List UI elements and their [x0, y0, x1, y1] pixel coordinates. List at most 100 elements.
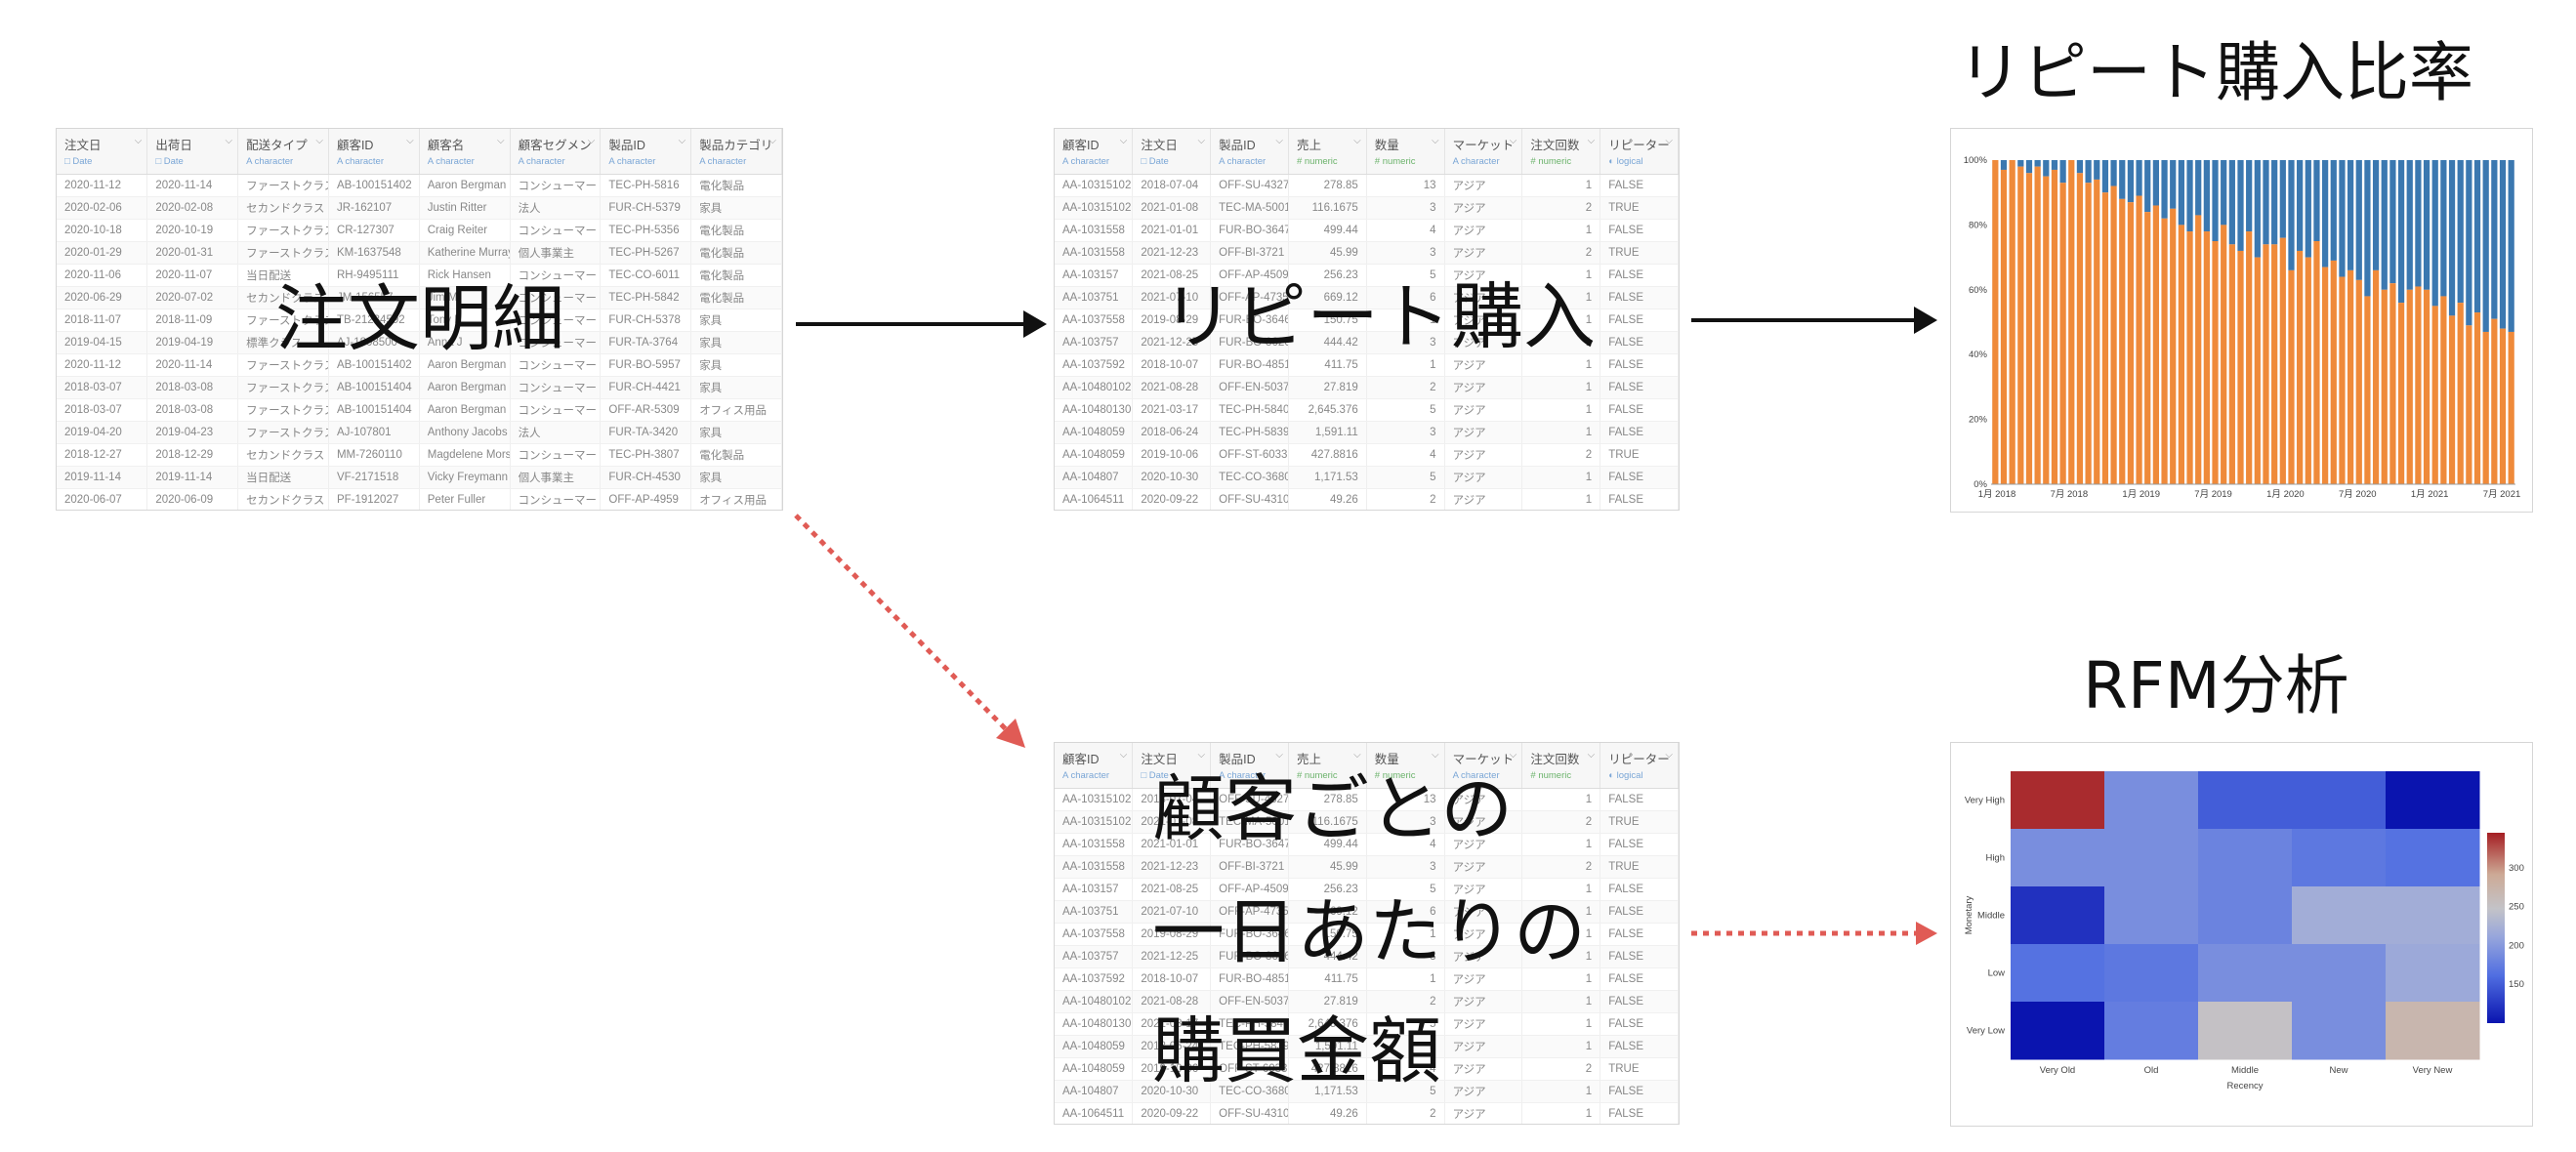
chevron-down-icon[interactable]: ⌵ [769, 136, 776, 146]
daily-column-header[interactable]: 注文回数# numeric⌵ [1521, 743, 1601, 789]
table-cell: FALSE [1600, 788, 1679, 811]
chevron-down-icon[interactable]: ⌵ [1197, 750, 1206, 761]
chevron-down-icon[interactable]: ⌵ [1119, 136, 1128, 146]
daily-column-header[interactable]: 売上# numeric⌵ [1288, 743, 1367, 789]
table-cell: ファーストクラス [237, 241, 329, 265]
table-cell: TRUE [1600, 196, 1679, 220]
table-cell: コンシューマー [510, 331, 602, 354]
table-cell: FUR-BO-3646 [1210, 923, 1289, 946]
table-cell: FUR-BO-3626 [1210, 945, 1289, 968]
table-cell: TEC-PH-5839 [1210, 421, 1289, 444]
x-tick-label: 7月 2018 [2051, 489, 2089, 500]
heatmap-cell [2104, 771, 2199, 830]
chevron-down-icon[interactable]: ⌵ [1587, 136, 1596, 146]
daily-column-header[interactable]: 数量# numeric⌵ [1366, 743, 1445, 789]
table-cell: 2 [1366, 1102, 1445, 1124]
chevron-down-icon[interactable]: ⌵ [1509, 750, 1517, 761]
repeat-column-header[interactable]: リピーター◐ logical⌵ [1600, 129, 1679, 175]
chevron-down-icon[interactable]: ⌵ [1587, 750, 1596, 761]
chevron-down-icon[interactable]: ⌵ [1353, 750, 1361, 761]
repeat-column-header[interactable]: 注文回数# numeric⌵ [1521, 129, 1601, 175]
table-cell: 2020-11-06 [57, 264, 148, 287]
bar-repeat [2009, 160, 2015, 484]
bar-repeat [2025, 173, 2033, 484]
x-tick-label: 1月 2020 [2266, 489, 2305, 500]
orders-column-header[interactable]: 顧客セグメントA character⌵ [510, 129, 602, 175]
chevron-down-icon[interactable]: ⌵ [1665, 136, 1673, 146]
chevron-down-icon[interactable]: ⌵ [1353, 136, 1361, 146]
arrow-orders-to-daily [794, 514, 1013, 736]
repeat-column-header[interactable]: 数量# numeric⌵ [1366, 129, 1445, 175]
repeat-column-header[interactable]: 売上# numeric⌵ [1288, 129, 1367, 175]
table-cell: Aaron Bergman [419, 353, 511, 377]
chevron-down-icon[interactable]: ⌵ [315, 136, 323, 146]
chevron-down-icon[interactable]: ⌵ [496, 136, 505, 146]
table-cell: 2020-11-12 [57, 353, 148, 377]
chevron-down-icon[interactable]: ⌵ [1275, 136, 1283, 146]
table-cell: 当日配送 [237, 264, 329, 287]
chevron-down-icon[interactable]: ⌵ [1431, 136, 1439, 146]
table-cell: アジア [1444, 421, 1523, 444]
chevron-down-icon[interactable]: ⌵ [1665, 750, 1673, 761]
table-cell: アジア [1444, 286, 1523, 309]
column-type: A character [1453, 770, 1515, 781]
table-cell: 49.26 [1288, 488, 1367, 510]
orders-column-header[interactable]: 出荷日□ Date⌵ [146, 129, 239, 175]
chevron-down-icon[interactable]: ⌵ [1119, 750, 1128, 761]
bar-repeat [2508, 331, 2514, 484]
bar-repeat [2127, 202, 2135, 484]
chevron-down-icon[interactable]: ⌵ [406, 136, 414, 146]
chevron-down-icon[interactable]: ⌵ [134, 136, 143, 146]
table-cell: 6 [1366, 900, 1445, 924]
table-cell: 150.75 [1288, 923, 1367, 946]
bar-repeat [2237, 250, 2244, 484]
table-cell: アジア [1444, 376, 1523, 399]
type-icon: # [1374, 770, 1383, 781]
table-cell: AA-1064511 [1055, 488, 1134, 510]
table-cell: AA-103157 [1055, 264, 1134, 287]
type-icon: □ [1141, 770, 1149, 781]
bar-non-repeat [2313, 160, 2320, 241]
table-cell: 669.12 [1288, 900, 1367, 924]
chevron-down-icon[interactable]: ⌵ [587, 136, 596, 146]
table-cell: FUR-TA-3420 [600, 421, 692, 444]
chevron-down-icon[interactable]: ⌵ [678, 136, 686, 146]
daily-column-header[interactable]: 注文日□ Date⌵ [1132, 743, 1212, 789]
orders-column-header[interactable]: 製品カテゴリーA character⌵ [690, 129, 782, 175]
chevron-down-icon[interactable]: ⌵ [1431, 750, 1439, 761]
column-type-label: character [1461, 770, 1500, 781]
table-cell: 1 [1521, 309, 1601, 332]
bar-non-repeat [2186, 160, 2193, 232]
bar-repeat [2347, 269, 2354, 484]
table-cell: 2,645.376 [1288, 1012, 1367, 1036]
chevron-down-icon[interactable]: ⌵ [1509, 136, 1517, 146]
daily-column-header[interactable]: リピーター◐ logical⌵ [1600, 743, 1679, 789]
column-type: A character [608, 156, 683, 167]
chevron-down-icon[interactable]: ⌵ [1275, 750, 1283, 761]
chevron-down-icon[interactable]: ⌵ [225, 136, 233, 146]
repeat-column-header[interactable]: 注文日□ Date⌵ [1132, 129, 1212, 175]
table-cell: 13 [1366, 174, 1445, 197]
type-icon: A [246, 156, 255, 167]
table-cell: OFF-AP-4735 [1210, 900, 1289, 924]
orders-column-header[interactable]: 注文日□ Date⌵ [57, 129, 148, 175]
table-cell: 1 [1521, 990, 1601, 1013]
chevron-down-icon[interactable]: ⌵ [1197, 136, 1206, 146]
table-cell: アジア [1444, 788, 1523, 811]
table-cell: 27.819 [1288, 990, 1367, 1013]
table-cell: 1,171.53 [1288, 466, 1367, 489]
bar-repeat [2263, 244, 2269, 484]
